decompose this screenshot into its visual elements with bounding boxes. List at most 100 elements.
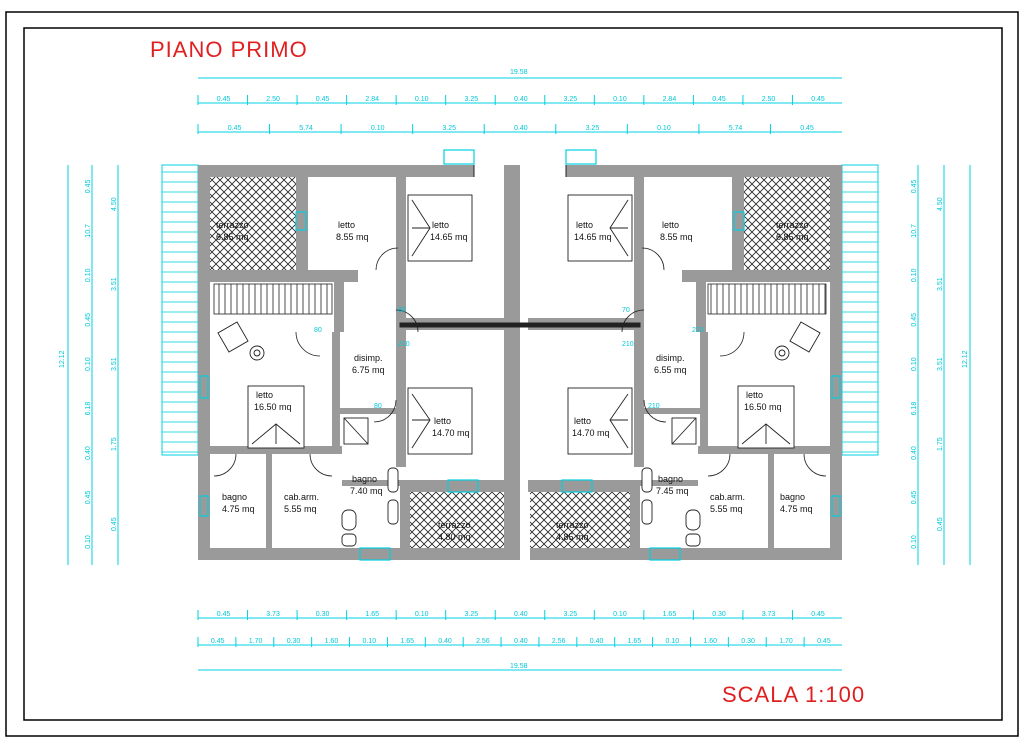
walls [198,165,842,560]
room-disimp-left-name: disimp. [354,353,383,363]
terrace-top-right [744,177,830,270]
room-cabina-left-name: cab.arm. [284,492,319,502]
room-letto-midbot-left-area: 14.70 mq [432,428,470,438]
dimension-label: 0.10 [613,611,627,618]
dimension-label: 4.50 [937,197,944,211]
dimension-label: 1.70 [249,638,263,645]
dimension-label: 0.45 [911,179,918,193]
dimension-label: 0.45 [911,313,918,327]
dimension-label: 3.51 [111,357,118,371]
dimension-label: 3.73 [762,611,776,618]
room-letto-midtop-right-name: letto [576,220,593,230]
room-terrazzo-bot-left-name: terrazzo [438,520,471,530]
right-dimension-lines [917,165,971,565]
dimension-label: 0.45 [811,96,825,103]
door-size-label: 210 [648,403,660,410]
room-terrazzo-top-right-name: terrazzo [776,220,809,230]
room-cabina-right-name: cab.arm. [710,492,745,502]
dimension-label: 0.45 [316,96,330,103]
dimension-label: 0.30 [316,611,330,618]
room-letto-small-right-area: 8.55 mq [660,232,693,242]
room-letto-midtop-left-name: letto [432,220,449,230]
dimension-label: 1.75 [111,437,118,451]
dimension-label: 0.40 [514,96,528,103]
room-disimp-left-area: 6.75 mq [352,365,385,375]
dimension-label: 5.74 [299,125,313,132]
top-dimension-lines [198,77,842,133]
room-bagno-small-left-area: 4.75 mq [222,504,255,514]
dimension-label: 1.60 [703,638,717,645]
dimension-label: 0.10 [371,125,385,132]
dimension-label: 0.45 [712,96,726,103]
door-size-label: 80 [374,403,382,410]
room-bagno-main-right-name: bagno [658,474,683,484]
dimension-label: 0.10 [911,535,918,549]
door-swings [213,247,827,477]
sheet-inner-border [23,27,1003,721]
stairs-left [213,283,333,315]
dimension-label: 2.84 [663,96,677,103]
dimension-label: 4.50 [111,197,118,211]
room-letto-small-left-area: 8.55 mq [336,232,369,242]
dimension-label: 0.45 [85,179,92,193]
sheet-scale: SCALA 1:100 [722,682,865,707]
door-size-label: 80 [398,307,406,314]
dimension-label: 3.25 [465,96,479,103]
room-bagno-small-right-area: 4.75 mq [780,504,813,514]
room-terrazzo-bot-left-area: 4.80 mq [438,532,471,542]
dimension-label: 0.10 [85,357,92,371]
dimension-label: 0.30 [741,638,755,645]
dimension-label: 0.10 [363,638,377,645]
room-terrazzo-top-left-name: terrazzo [216,220,249,230]
room-letto-midbot-right-name: letto [574,416,591,426]
terrace-bottom-right [530,492,630,548]
railing-right [841,164,879,456]
room-letto-master-right-area: 16.50 mq [744,402,782,412]
door-size-label: 80 [314,327,322,334]
dimension-label: 1.65 [365,611,379,618]
dimension-label: 0.30 [287,638,301,645]
dimension-label: 0.45 [817,638,831,645]
dimension-label: 2.56 [552,638,566,645]
dimension-label: 10.7 [911,224,918,238]
dimension-label: 0.45 [217,96,231,103]
dim-right-overall: 12.12 [962,350,969,368]
dimension-label: 6.18 [911,402,918,416]
dimension-label: 0.10 [85,268,92,282]
dimension-label: 0.30 [712,611,726,618]
door-size-label: 210 [692,327,704,334]
dimension-label: 1.65 [400,638,414,645]
dimension-label: 0.40 [911,446,918,460]
room-letto-midtop-right-area: 14.65 mq [574,232,612,242]
dimension-label: 3.25 [564,611,578,618]
room-letto-master-left-area: 16.50 mq [254,402,292,412]
dim-top-overall: 19.58 [510,69,528,76]
furniture [217,194,821,547]
dimension-label: 0.45 [111,517,118,531]
room-cabina-left-area: 5.55 mq [284,504,317,514]
dimension-label: 0.10 [613,96,627,103]
dimension-label: 5.74 [729,125,743,132]
door-size-label: 210 [622,341,634,348]
dimension-label: 1.75 [937,437,944,451]
dimension-label: 1.70 [779,638,793,645]
dimension-label: 1.60 [325,638,339,645]
dimension-label: 3.25 [586,125,600,132]
room-bagno-small-right-name: bagno [780,492,805,502]
room-terrazzo-bot-right-area: 4.85 mq [556,532,589,542]
room-disimp-right-area: 6.55 mq [654,365,687,375]
terrace-bottom-left [410,492,504,548]
room-letto-midtop-left-area: 14.65 mq [430,232,468,242]
left-dimension-lines [67,165,119,565]
dimension-label: 0.45 [211,638,225,645]
dim-left-overall: 12.12 [59,350,66,368]
dimension-label: 2.50 [762,96,776,103]
sheet-outer-border [5,11,1019,737]
room-bagno-main-right-area: 7.45 mq [656,486,689,496]
room-letto-midbot-right-area: 14.70 mq [572,428,610,438]
